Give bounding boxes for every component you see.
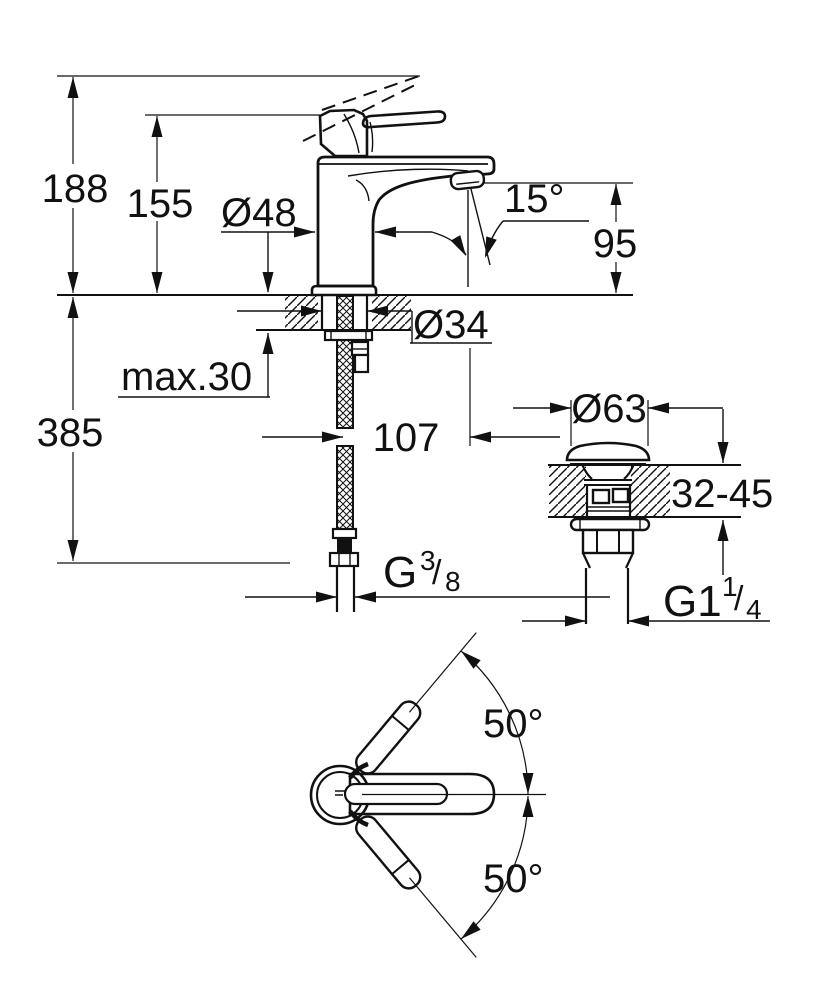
thread-prefix: G — [383, 548, 417, 597]
hose-end-block — [337, 538, 352, 553]
hose-hex-nut — [328, 551, 360, 568]
dimension-label: Ø48 — [221, 191, 297, 235]
handle-lever — [302, 75, 447, 158]
supply-thread-pipe — [335, 566, 356, 612]
dimension-supply-thread: G 3 / 8 — [245, 545, 610, 603]
dimension-cap-diameter: Ø63 — [513, 387, 723, 446]
brand-mark — [335, 790, 345, 796]
ghost-lever-lower — [355, 815, 477, 958]
drain-thread-pipe — [584, 568, 630, 624]
dimension-label: 32-45 — [671, 472, 773, 516]
dimension-label: Ø63 — [571, 387, 647, 431]
dimension-label: 155 — [127, 182, 194, 226]
hose-ferrule — [331, 527, 358, 540]
handle-housing — [318, 108, 369, 158]
thread-numerator: 3 — [420, 545, 436, 576]
dimension-hole-diameter: Ø34 — [237, 303, 492, 347]
thread-denominator: 4 — [746, 594, 762, 625]
dimension-total-height: 188 — [42, 75, 420, 293]
supply-hose — [320, 295, 374, 612]
drain-cap — [565, 441, 651, 462]
thread-denominator: 8 — [445, 566, 461, 597]
drain-assembly-view — [548, 441, 741, 624]
fraction-slash: / — [432, 554, 442, 592]
handle-rotation-view: 50° 50° — [309, 632, 546, 958]
dimension-label: Ø34 — [413, 303, 489, 347]
faucet-body — [310, 155, 496, 297]
drain-hex-nut — [581, 528, 635, 555]
lever-blade — [361, 110, 447, 129]
dimension-stream-angle: 15° — [479, 177, 589, 260]
dimension-label: max.30 — [121, 355, 252, 399]
thread-prefix: G1 — [663, 577, 722, 626]
thread-numerator: 1 — [722, 571, 738, 602]
dimension-label-swing-upper: 50° — [483, 702, 544, 746]
mounting-flange — [323, 329, 374, 342]
dimension-deck-range: 32-45 — [671, 409, 773, 575]
aerator — [449, 169, 486, 191]
raised-lever-dashed — [321, 75, 420, 111]
faucet-base-plate — [310, 284, 378, 297]
dimension-label-swing-lower: 50° — [483, 857, 544, 901]
dimension-label: 385 — [37, 411, 104, 455]
dimension-base-diameter: Ø48 — [221, 191, 471, 293]
dimension-deck-thickness: max.30 — [118, 333, 274, 399]
drain-washer — [569, 517, 651, 532]
dimension-body-height: 155 — [127, 114, 320, 293]
dimension-spout-reach: 107 — [262, 416, 560, 460]
drain-overflow-window — [591, 488, 611, 505]
dimension-outlet-height: 95 — [483, 182, 638, 293]
dimension-drain-thread: G1 1 / 4 — [522, 571, 770, 627]
dimension-label: 95 — [593, 222, 638, 266]
fraction-slash: / — [734, 580, 744, 618]
dimension-label: 107 — [373, 416, 440, 460]
dimension-install-depth: 385 — [37, 297, 290, 564]
dimension-label: 188 — [42, 167, 109, 211]
ghost-lever-upper — [355, 632, 477, 775]
dimension-label: 15° — [504, 177, 565, 221]
